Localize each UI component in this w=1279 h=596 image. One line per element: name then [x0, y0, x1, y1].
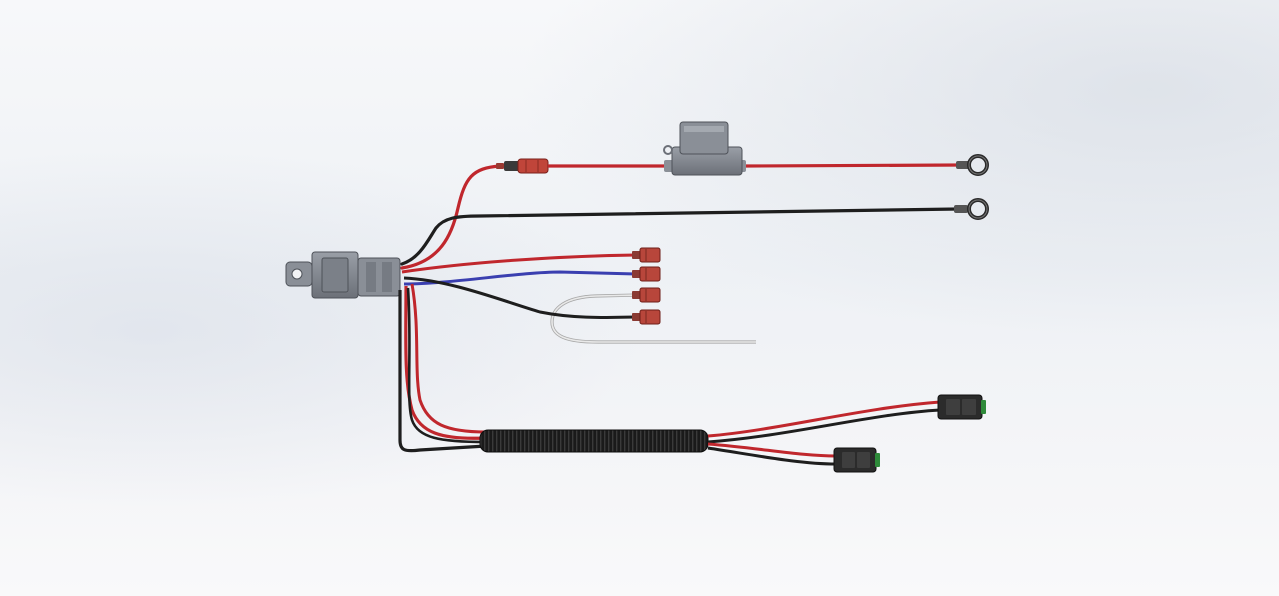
inline-fuse-holder — [663, 121, 746, 176]
spade-wire-blue — [403, 270, 639, 286]
branch-lower-red — [707, 442, 837, 458]
butt-connector — [496, 158, 549, 174]
spade-terminal-4 — [632, 309, 661, 325]
split-loom-tube — [479, 429, 709, 453]
power-wire-to-ring — [745, 163, 963, 168]
spade-wire-trigger-core — [551, 294, 756, 343]
ring-terminal-ground — [954, 198, 989, 220]
spade-terminal-1 — [632, 247, 661, 263]
output-wire-black — [398, 290, 487, 453]
relay — [285, 251, 401, 299]
spade-terminal-2 — [632, 266, 661, 282]
branch-upper-black — [707, 408, 941, 444]
output-connector-1 — [937, 394, 986, 420]
output-wire-red-1 — [404, 285, 487, 440]
spade-wire-black — [403, 276, 639, 319]
spade-terminal-3 — [632, 287, 661, 303]
branch-upper-red — [707, 400, 941, 438]
power-wire-main — [400, 164, 522, 270]
output-connector-2 — [833, 447, 880, 473]
ring-terminal-power — [956, 154, 989, 176]
branch-lower-black — [707, 446, 837, 466]
spade-wire-red — [401, 253, 639, 274]
output-wire-red-2 — [410, 283, 487, 434]
ground-wire-main — [400, 207, 960, 266]
output-wire-black-2 — [406, 287, 487, 444]
